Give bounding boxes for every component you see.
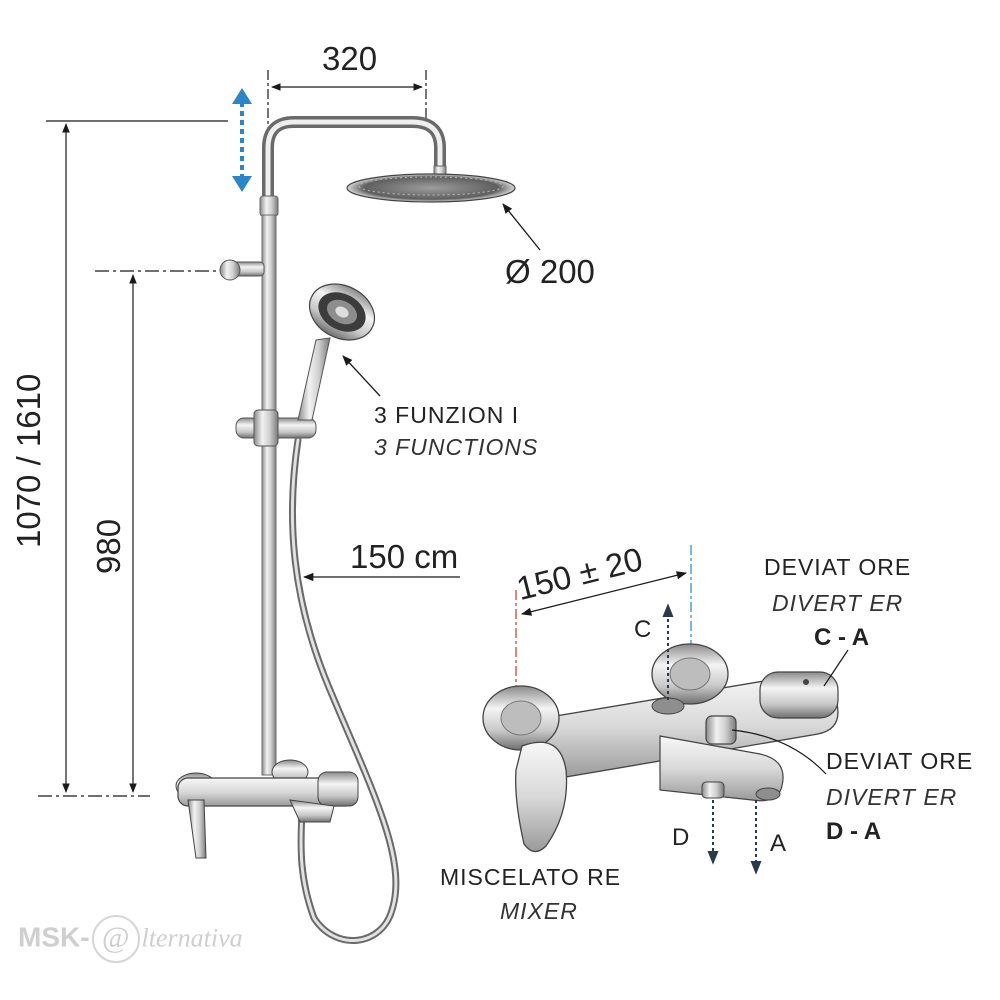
total-height-label: 1070 / 1610 bbox=[10, 373, 47, 548]
diverter-da-leader bbox=[731, 729, 827, 775]
bath-mixer-detail bbox=[482, 643, 839, 853]
hose-length-label: 150 cm bbox=[350, 538, 459, 575]
overhead-shower-head bbox=[346, 165, 516, 203]
column-bath-mixer bbox=[175, 759, 359, 859]
diverter-bottom-code: D - A bbox=[826, 818, 882, 845]
mixer-label-en: MIXER bbox=[500, 898, 578, 924]
support-height-label: 980 bbox=[90, 518, 127, 574]
head-diameter-leader bbox=[502, 203, 541, 251]
shower-column bbox=[219, 116, 446, 776]
arm-length-dimension bbox=[267, 70, 427, 130]
outlet-d-label: D bbox=[672, 824, 690, 851]
mixer-label-it: MISCELATO RE bbox=[440, 864, 622, 890]
height-dimension-lines bbox=[38, 120, 228, 797]
diverter-ca-leader bbox=[823, 649, 849, 687]
height-adjust-arrow bbox=[232, 88, 252, 192]
watermark-suffix: lternativa bbox=[141, 923, 243, 953]
watermark-at-icon: @ bbox=[91, 915, 140, 963]
diverter-bottom-label-en: DIVERT ER bbox=[826, 784, 958, 810]
hand-shower-label-it: 3 FUNZION I bbox=[374, 402, 520, 428]
diverter-top-label-it: DEVIAT ORE bbox=[764, 554, 912, 580]
outlet-c-label: C bbox=[634, 616, 652, 643]
hand-shower-leader bbox=[342, 355, 381, 397]
diverter-top-code: C - A bbox=[814, 624, 870, 651]
shower-hose bbox=[288, 436, 400, 944]
diverter-bottom-label-it: DEVIAT ORE bbox=[826, 748, 974, 774]
head-diameter-label: Ø 200 bbox=[505, 253, 595, 290]
arm-length-label: 320 bbox=[322, 40, 378, 77]
hand-shower bbox=[297, 283, 376, 421]
mixer-centers-dimension bbox=[515, 545, 692, 690]
hand-shower-label-en: 3 FUNCTIONS bbox=[374, 434, 539, 460]
flow-arrows bbox=[662, 603, 762, 875]
diverter-top-label-en: DIVERT ER bbox=[772, 590, 904, 616]
outlet-a-label: A bbox=[770, 830, 787, 857]
watermark-prefix: MSK- bbox=[18, 921, 90, 953]
watermark-logo: MSK-@lternativa bbox=[18, 915, 243, 963]
